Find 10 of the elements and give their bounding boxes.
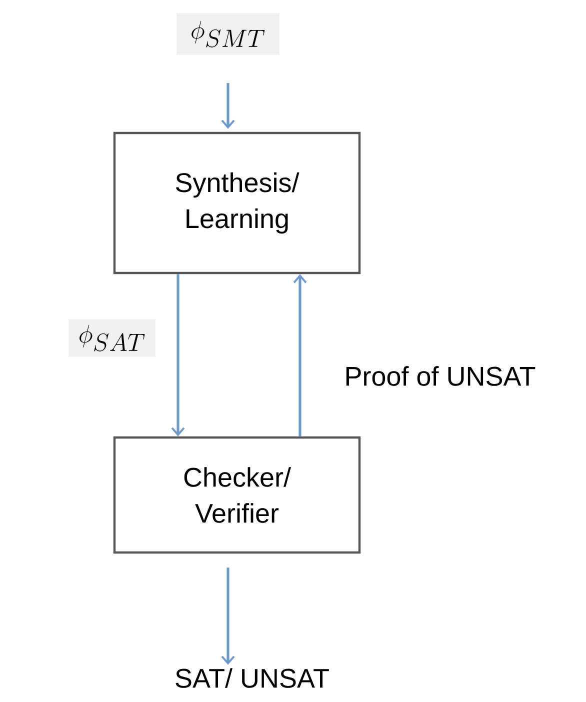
output-label: SAT/ UNSAT <box>176 668 329 688</box>
arrow <box>221 568 235 665</box>
edge-label: $\phi_{SAT}$ <box>68 319 156 357</box>
formula-label: $\phi_{SMT}$ <box>176 13 280 55</box>
arrow <box>293 274 307 436</box>
arrow <box>171 274 185 436</box>
process-box: Checker/ Verifier <box>113 436 361 554</box>
arrow <box>221 83 235 129</box>
process-box: Synthesis/ Learning <box>113 132 361 274</box>
edge-label: Proof of UNSAT <box>342 364 538 388</box>
